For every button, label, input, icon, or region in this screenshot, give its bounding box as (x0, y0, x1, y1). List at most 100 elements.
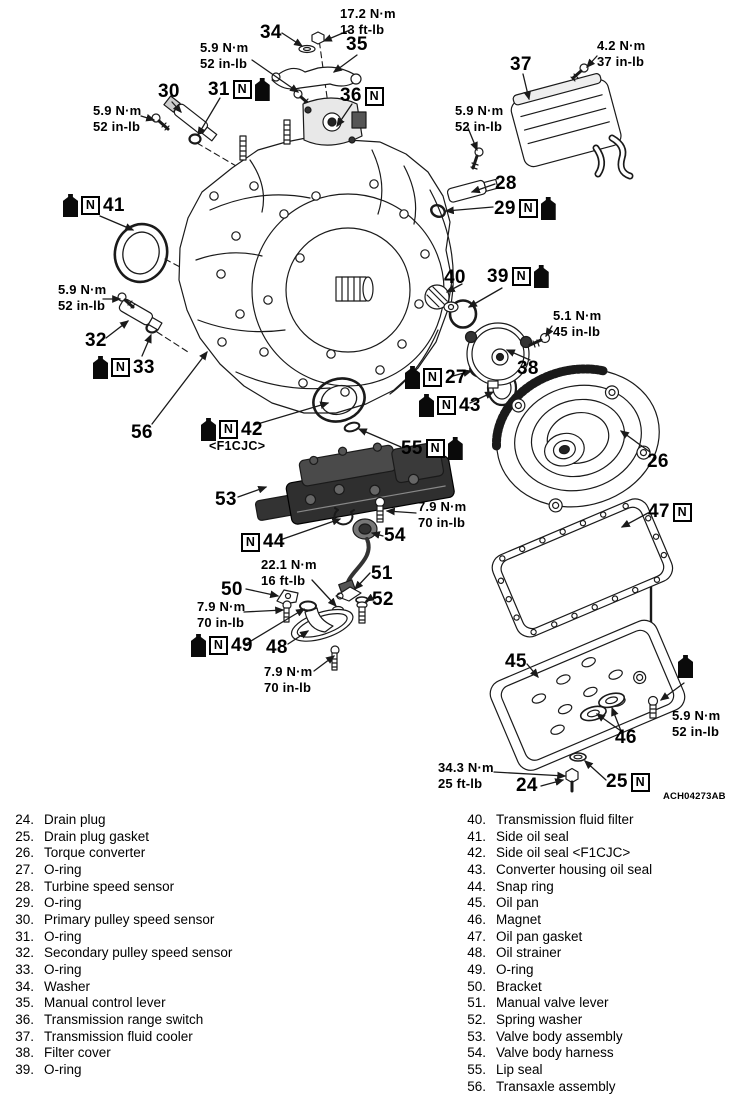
parts-list-item: 40.Transmission fluid filter (462, 812, 652, 829)
transaxle-housing-drawing (178, 113, 454, 414)
filter-cover-drawing (464, 322, 533, 389)
part-name: O-ring (44, 895, 82, 911)
valve-body-drawing (254, 441, 455, 525)
valve-body-bolt (374, 496, 386, 523)
parts-list-item: 42. Side oil seal <F1CJC> (462, 845, 652, 862)
part-name: Manual control lever (44, 995, 166, 1011)
cooler-bolt (570, 63, 589, 82)
part-index: 51. (467, 995, 486, 1011)
part-name: Transmission range switch (44, 1012, 204, 1028)
part-index: 38. (15, 1045, 34, 1061)
sensor30-bolt (151, 113, 170, 131)
parts-list-item: 26.Torque converter (10, 845, 232, 862)
part-name: Lip seal (496, 1062, 543, 1078)
part-index: 27. (15, 862, 34, 878)
parts-list-item: 39.O-ring (10, 1062, 232, 1079)
part-index: 52. (467, 1012, 486, 1028)
part-index: 47. (467, 928, 486, 944)
parts-list-item: 33. O-ring (10, 962, 232, 979)
washer-34-drawing (298, 44, 316, 54)
parts-list-item: 34.Washer (10, 979, 232, 996)
part-index: 37. (15, 1028, 34, 1044)
part-name: Converter housing oil seal (496, 862, 653, 878)
side-oil-seal-41 (113, 222, 169, 284)
part-index: 45. (467, 895, 486, 911)
part-name: O-ring (496, 962, 534, 978)
part-name: Valve body assembly (496, 1028, 623, 1044)
parts-list-item: 32.Secondary pulley speed sensor (10, 945, 232, 962)
turbine-speed-sensor-drawing (446, 178, 499, 203)
sensor32-bolt (117, 292, 136, 309)
part-index: 46. (467, 912, 486, 928)
parts-list-item: 43. Converter housing oil seal (462, 862, 652, 879)
parts-list-item: 45. Oil pan (462, 895, 652, 912)
part-index: 53. (467, 1028, 486, 1044)
parts-list-item: 30.Primary pulley speed sensor (10, 912, 232, 929)
lever-nut-drawing (311, 31, 325, 45)
part-name: Oil pan (496, 895, 539, 911)
part-index: 56. (467, 1078, 486, 1094)
part-index: 48. (467, 945, 486, 961)
part-index: 41. (467, 828, 486, 844)
part-index: 49. (467, 962, 486, 978)
part-name: Primary pulley speed sensor (44, 912, 215, 928)
torque-converter-drawing (491, 364, 660, 513)
parts-list-item: 47.Oil pan gasket (462, 929, 652, 946)
snap-ring-drawing (333, 507, 355, 526)
part-index: 43. (467, 862, 486, 878)
part-name: Side oil seal <F1CJC> (496, 845, 631, 861)
manual-control-lever-drawing (271, 66, 362, 90)
part-name: Drain plug gasket (44, 828, 150, 844)
part-name: O-ring (44, 962, 82, 978)
fluid-filter-drawing (424, 284, 459, 313)
range-switch-drawing (302, 97, 367, 146)
oil-pan-gasket-drawing (491, 498, 674, 638)
o-ring-39 (448, 299, 478, 329)
part-name: Transaxle assembly (496, 1078, 616, 1094)
part-index: 40. (467, 812, 486, 827)
part-index: 26. (15, 845, 34, 861)
part-name: Oil strainer (496, 945, 562, 961)
part-name: Turbine speed sensor (44, 878, 175, 894)
parts-list-item: 48. Oil strainer (462, 945, 652, 962)
part-name: Magnet (496, 912, 542, 928)
parts-list-item: 41. Side oil seal (462, 829, 652, 846)
bracket-drawing (276, 589, 299, 623)
parts-list-item: 44.Snap ring (462, 879, 652, 896)
part-name: Valve body harness (496, 1045, 614, 1061)
part-index: 29. (15, 895, 34, 911)
parts-list-item: 50.Bracket (462, 979, 652, 996)
parts-list-item: 38.Filter cover (10, 1045, 232, 1062)
pan-bolt-drawing (647, 695, 659, 719)
o-ring-49 (299, 600, 317, 612)
parts-list-item: 31.O-ring (10, 929, 232, 946)
part-name: Drain plug (44, 812, 106, 827)
sensor28-bolt (470, 147, 484, 170)
parts-list-item: 53. Valve body assembly (462, 1029, 652, 1046)
part-index: 33. (15, 962, 34, 978)
part-name: Secondary pulley speed sensor (44, 945, 233, 961)
parts-list-item: 28. Turbine speed sensor (10, 879, 232, 896)
o-ring-31 (188, 133, 202, 145)
part-index: 28. (15, 878, 34, 894)
parts-list-item: 46. Magnet (462, 912, 652, 929)
secondary-pulley-speed-sensor-drawing (118, 298, 163, 331)
leader-lines (99, 29, 685, 787)
part-name: Snap ring (496, 878, 554, 894)
parts-list-item: 35.Manual control lever (10, 995, 232, 1012)
oil-pan-drawing (489, 619, 686, 771)
parts-list-item: 29. O-ring (10, 895, 232, 912)
part-name: Bracket (496, 978, 542, 994)
part-index: 42. (467, 845, 486, 861)
parts-list-item: 56. Transaxle assembly (462, 1079, 652, 1096)
part-index: 36. (15, 1012, 34, 1028)
part-index: 25. (15, 828, 34, 844)
part-index: 39. (15, 1062, 34, 1078)
part-name: Side oil seal (496, 828, 569, 844)
part-index: 24. (15, 812, 34, 827)
parts-list-item: 51.Manual valve lever (462, 995, 652, 1012)
part-index: 55. (467, 1062, 486, 1078)
part-name: O-ring (44, 928, 82, 944)
